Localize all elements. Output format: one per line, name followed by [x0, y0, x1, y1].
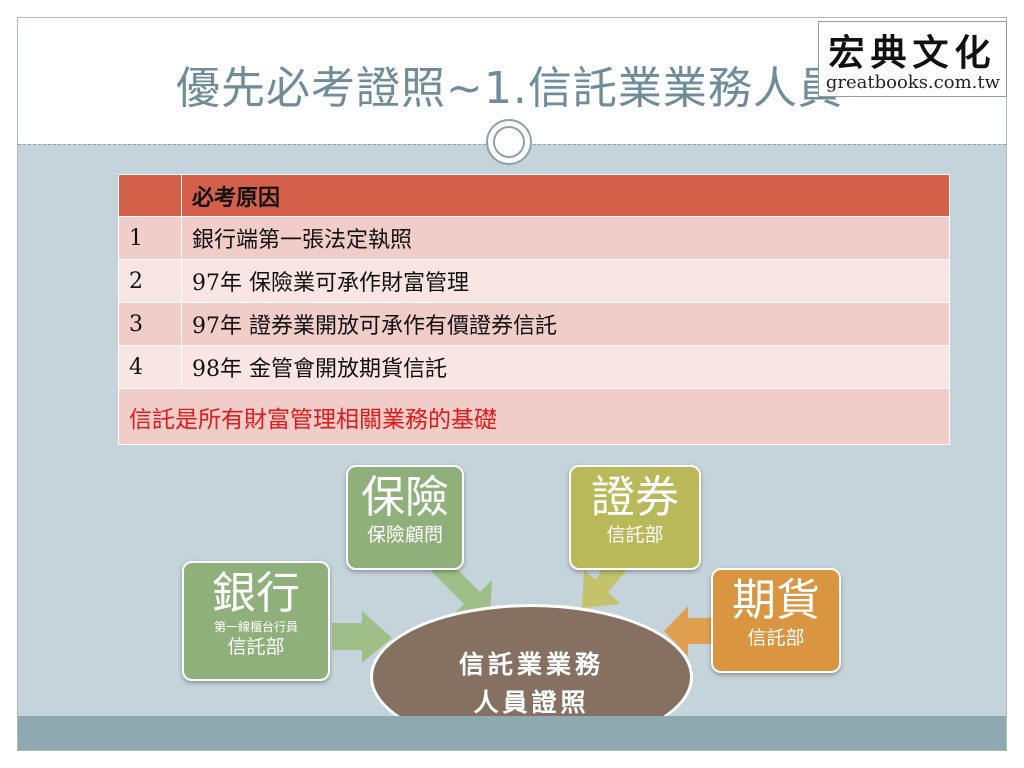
row-text: 98年 金管會開放期貨信託 — [181, 345, 950, 389]
logo-text: 宏典文化 — [828, 33, 997, 74]
table-header-row: 必考原因 — [118, 174, 950, 217]
slide: 優先必考證照~1.信託業業務人員 宏典文化 greatbooks.com.tw … — [17, 17, 1007, 751]
logo: 宏典文化 greatbooks.com.tw — [818, 21, 1007, 97]
table-header-label: 必考原因 — [181, 174, 950, 217]
table-footer-text: 信託是所有財富管理相關業務的基礎 — [118, 388, 950, 445]
ring-icon — [486, 119, 532, 165]
ring-inner — [493, 126, 525, 158]
page-title: 優先必考證照~1.信託業業務人員 — [176, 63, 843, 114]
insurance-title: 保險 — [361, 472, 449, 523]
table-header-num — [118, 174, 182, 217]
row-text: 銀行端第一張法定執照 — [181, 216, 950, 260]
bank-tiny: 第一線櫃台行員 — [213, 620, 298, 634]
arrow-securities — [582, 566, 630, 608]
futures-box: 期貨 信託部 — [711, 568, 841, 673]
row-number: 3 — [118, 302, 182, 346]
futures-title: 期貨 — [732, 575, 820, 626]
center-line2: 人員證照 — [473, 688, 590, 717]
reasons-table: 必考原因 1 銀行端第一張法定執照 2 97年 保險業可承作財富管理 3 97年… — [118, 174, 950, 445]
bottom-bar — [18, 716, 1006, 750]
bank-box: 銀行 第一線櫃台行員 信託部 — [182, 561, 330, 681]
futures-subtitle: 信託部 — [747, 627, 805, 649]
insurance-subtitle: 保險顧問 — [366, 524, 443, 546]
row-text: 97年 證券業開放可承作有價證券信託 — [181, 302, 950, 346]
row-text: 97年 保險業可承作財富管理 — [181, 259, 950, 303]
logo-url: greatbooks.com.tw — [825, 72, 1000, 93]
bank-subtitle: 信託部 — [227, 636, 285, 658]
center-line1: 信託業業務 — [458, 650, 604, 679]
insurance-box: 保險 保險顧問 — [346, 465, 464, 570]
row-number: 2 — [118, 259, 182, 303]
table-footer-row: 信託是所有財富管理相關業務的基礎 — [118, 388, 950, 445]
securities-title: 證券 — [591, 472, 679, 523]
securities-box: 證券 信託部 — [569, 465, 701, 570]
bank-title: 銀行 — [212, 568, 300, 619]
header: 優先必考證照~1.信託業業務人員 宏典文化 greatbooks.com.tw — [18, 18, 1007, 144]
table-row: 3 97年 證券業開放可承作有價證券信託 — [118, 302, 950, 346]
row-number: 4 — [118, 345, 182, 389]
securities-subtitle: 信託部 — [606, 524, 664, 546]
table-row: 4 98年 金管會開放期貨信託 — [118, 345, 950, 389]
table-row: 2 97年 保險業可承作財富管理 — [118, 259, 950, 303]
table-row: 1 銀行端第一張法定執照 — [118, 216, 950, 260]
row-number: 1 — [118, 216, 182, 260]
